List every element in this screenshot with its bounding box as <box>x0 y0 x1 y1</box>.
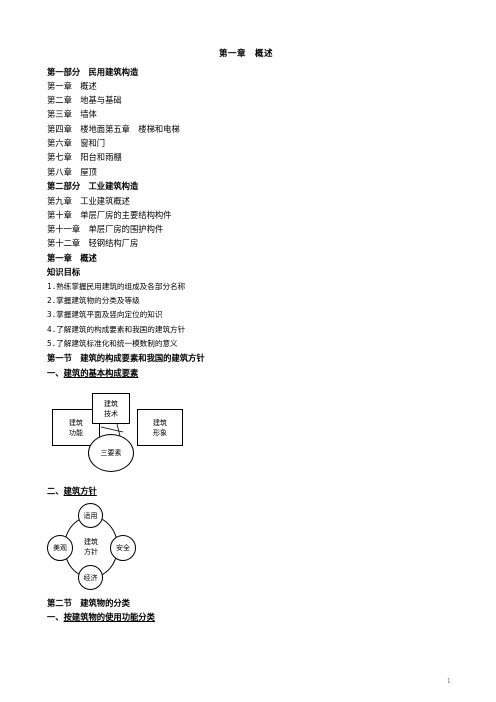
part1-title: 第一部分 民用建筑构造 <box>47 67 139 77</box>
toc-item: 第二章 地基与基础 <box>47 95 122 105</box>
objectives-heading: 知识目标 <box>47 267 81 277</box>
section1-heading: 第一节 建筑的构成要素和我国的建筑方针 <box>47 353 205 363</box>
objective-item: 4.了解建筑的构成要素和我国的建筑方针 <box>47 325 186 334</box>
technology-box: 建筑技术 <box>92 393 130 424</box>
chapter-heading: 第一章 概述 <box>47 253 97 263</box>
policy-left-circle: 美观 <box>47 535 73 561</box>
toc-item: 第十一章 单层厂房的围护构件 <box>47 224 164 234</box>
toc-item: 第八章 屋顶 <box>47 167 97 177</box>
page-number: 1 <box>447 678 451 685</box>
policy-top-circle: 适用 <box>78 503 103 528</box>
toc-item: 第四章 楼地面第五章 楼梯和电梯 <box>47 124 180 134</box>
objective-item: 1.熟练掌握民用建筑的组成及各部分名称 <box>47 282 186 291</box>
objective-item: 5.了解建筑标准化和统一模数制的意义 <box>47 339 178 348</box>
section1-sub2: 二、建筑方针 <box>47 486 97 496</box>
toc-item: 第十二章 轻钢结构厂房 <box>47 238 139 248</box>
toc-item: 第十章 单层厂房的主要结构构件 <box>47 210 172 220</box>
part2-title: 第二部分 工业建筑构造 <box>47 181 139 191</box>
section2-sub1: 一、按建筑物的使用功能分类 <box>47 612 155 622</box>
toc-item: 第九章 工业建筑概述 <box>47 196 130 206</box>
objective-item: 3.掌握建筑平面及竖向定位的知识 <box>47 310 163 319</box>
image-box: 建筑形象 <box>137 409 183 446</box>
toc-item: 第七章 阳台和雨棚 <box>47 152 122 162</box>
section2-heading: 第二节 建筑物的分类 <box>47 598 130 608</box>
policy-bottom-circle: 经济 <box>78 565 103 590</box>
policy-right-circle: 安全 <box>110 535 136 561</box>
toc-item: 第三章 墙体 <box>47 109 97 119</box>
objective-item: 2.掌握建筑物的分类及等级 <box>47 296 140 305</box>
toc-item: 第六章 窗和门 <box>47 138 106 148</box>
three-elements-circle: 三要素 <box>88 434 134 472</box>
toc-item: 第一章 概述 <box>47 81 97 91</box>
page-title: 第一章 概述 <box>219 49 274 59</box>
section1-sub1: 一、建筑的基本构成要素 <box>47 368 139 378</box>
